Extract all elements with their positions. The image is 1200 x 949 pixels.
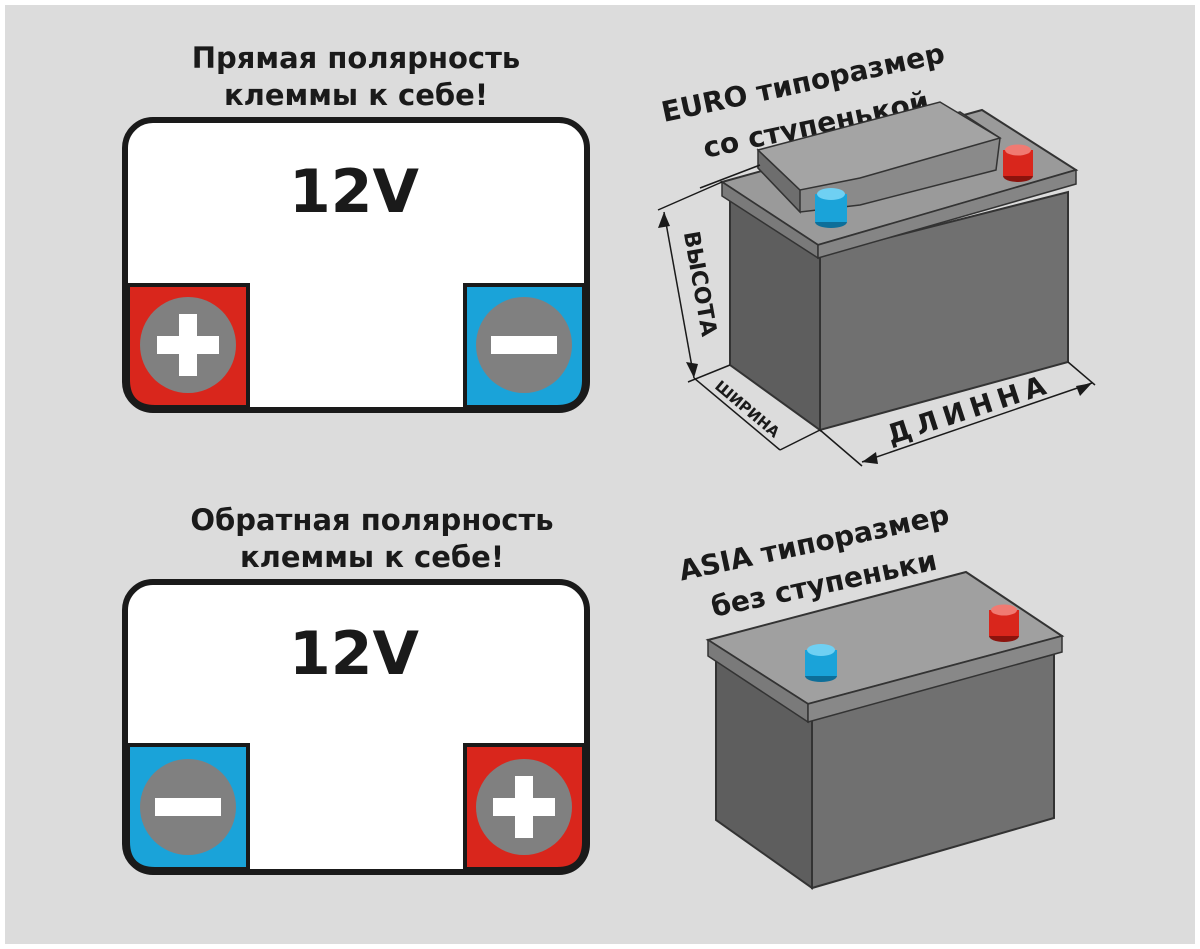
minus-icon [126,743,250,871]
euro-dimension-lines [657,164,1096,467]
direct-polarity-battery-icon: 12V [122,117,590,413]
positive-terminal-icon [1003,144,1033,182]
plus-icon [463,743,586,871]
negative-terminal-icon [815,188,847,228]
direct-polarity-caption-line1: Прямая полярность [192,41,521,75]
reverse-polarity-caption-line2: клеммы к себе! [240,540,504,574]
plus-icon [126,283,250,409]
minus-icon [463,283,586,409]
direct-polarity-voltage: 12V [289,157,419,227]
reverse-polarity-caption-line1: Обратная полярность [190,503,553,537]
direct-polarity-group: Прямая полярность клеммы к себе! 12V [122,41,590,413]
euro-battery-group: EURO типоразмер со ступенькой [657,37,1096,467]
reverse-polarity-battery-icon: 12V [122,579,590,875]
reverse-polarity-group: Обратная полярность клеммы к себе! 12V [122,503,590,875]
positive-terminal-icon [989,604,1019,642]
asia-battery-illustration [705,570,1065,890]
reverse-polarity-voltage: 12V [289,619,419,689]
euro-battery-illustration [719,101,1079,432]
euro-dimension-arrowheads [658,212,1092,464]
negative-terminal-icon [805,644,837,682]
direct-polarity-caption-line2: клеммы к себе! [224,78,488,112]
